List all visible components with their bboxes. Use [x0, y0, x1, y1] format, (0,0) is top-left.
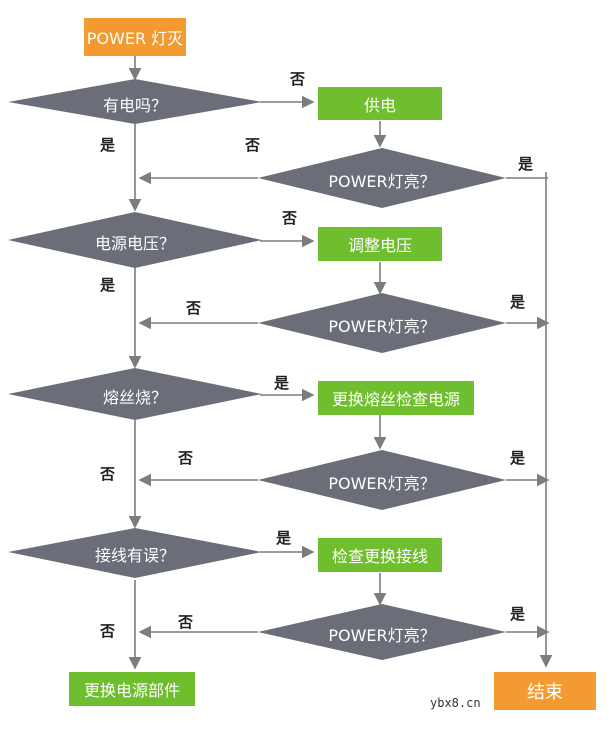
- diamond-c1: [258, 148, 506, 208]
- label-q1-yes: 是: [100, 136, 116, 154]
- label-c4-yes: 是: [510, 605, 526, 623]
- label-c2-yes: 是: [510, 293, 526, 311]
- label-c1-no: 否: [245, 136, 261, 154]
- label-c4-no: 否: [178, 613, 194, 631]
- action-box-1: 供电: [318, 87, 442, 120]
- watermark: ybx8.cn: [430, 696, 481, 710]
- diamond-q4: [8, 528, 262, 578]
- q4-text: 接线有误？: [94, 546, 175, 565]
- label-c1-yes: 是: [518, 155, 534, 173]
- label-q4-yes: 是: [276, 529, 292, 547]
- action-text-3: 更换熔丝检查电源: [331, 390, 460, 409]
- diamond-c2: [258, 293, 506, 353]
- action-text-2: 调整电压: [347, 236, 412, 255]
- label-c3-yes: 是: [510, 449, 526, 467]
- label-c3-no: 否: [178, 449, 194, 467]
- q1-text: 有电吗？: [102, 96, 167, 115]
- replace-text: 更换电源部件: [83, 681, 180, 700]
- diamond-q3: [8, 368, 262, 420]
- label-q2-yes: 是: [100, 276, 116, 294]
- diamond-q1: [8, 79, 262, 124]
- action-text-1: 供电: [363, 95, 396, 115]
- c2-text: POWER灯亮？: [328, 317, 436, 336]
- q2-text: 电源电压？: [94, 234, 175, 253]
- end-text: 结束: [527, 682, 563, 703]
- diamond-c4: [258, 604, 506, 660]
- label-q3-no: 否: [100, 465, 116, 483]
- diamond-q2: [8, 212, 262, 268]
- action-box-3: 更换熔丝检查电源: [318, 381, 474, 415]
- action-box-2: 调整电压: [318, 227, 442, 261]
- diamond-c3: [258, 450, 506, 510]
- label-c2-no: 否: [186, 299, 202, 317]
- replace-box: 更换电源部件: [69, 672, 195, 706]
- c4-text: POWER灯亮？: [328, 626, 436, 645]
- c1-text: POWER灯亮？: [328, 172, 436, 191]
- label-q3-yes: 是: [274, 374, 290, 392]
- end-box: 结束: [494, 672, 596, 710]
- label-q4-no: 否: [100, 622, 116, 640]
- start-text: POWER 灯灭: [86, 29, 184, 48]
- label-q1-no: 否: [290, 70, 306, 88]
- start-box: POWER 灯灭: [84, 18, 186, 56]
- label-q2-no: 否: [282, 209, 298, 227]
- c3-text: POWER灯亮？: [328, 474, 436, 493]
- action-box-4: 检查更换接线: [318, 538, 442, 572]
- q3-text: 熔丝烧？: [102, 388, 167, 407]
- action-text-4: 检查更换接线: [331, 547, 428, 566]
